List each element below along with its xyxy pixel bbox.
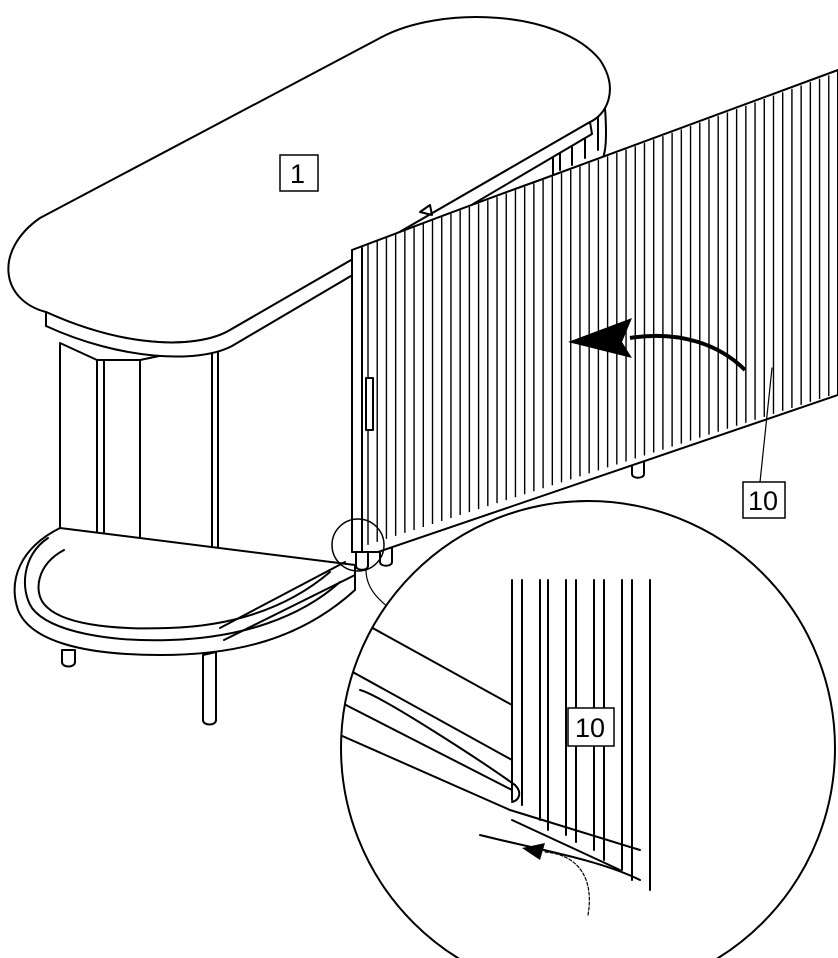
curved-arrow-icon xyxy=(568,318,747,372)
part-label-1-text: 1 xyxy=(290,159,305,189)
leader-line-10 xyxy=(759,367,773,483)
part-label-10-text: 10 xyxy=(748,486,778,516)
tambour-door-panel xyxy=(351,69,838,553)
door-handle xyxy=(365,377,374,431)
part-label-10-detail-text: 10 xyxy=(575,713,605,743)
part-label-10-detail: 10 xyxy=(567,707,615,747)
part-label-1: 1 xyxy=(279,154,319,192)
part-label-10: 10 xyxy=(742,481,786,519)
detail-source-circle xyxy=(331,518,385,572)
